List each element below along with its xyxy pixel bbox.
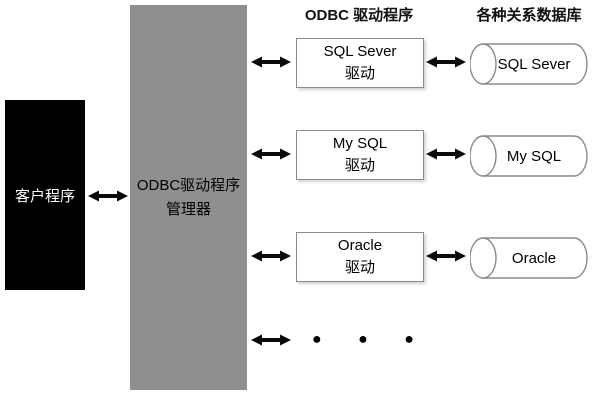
manager-label-line2: 管理器	[165, 200, 211, 218]
arrow-manager-driver-2	[251, 148, 291, 160]
driver-box-oracle: Oracle 驱动	[296, 232, 424, 282]
driver-box-sql-sever: SQL Sever 驱动	[296, 38, 424, 88]
client-program-box: 客户程序	[5, 100, 85, 290]
driver-label-line1: My SQL	[332, 135, 388, 153]
database-cylinder-sql-sever: SQL Sever	[470, 43, 588, 85]
drivers-column-header: ODBC 驱动程序	[304, 7, 414, 24]
manager-label-line1: ODBC驱动程序	[136, 177, 241, 195]
client-program-label: 客户程序	[14, 187, 75, 205]
database-label: Oracle	[511, 249, 557, 267]
cylinder-shape	[470, 135, 588, 177]
driver-label-line2: 驱动	[344, 157, 375, 174]
arrow-driver-db-1	[426, 56, 466, 68]
database-cylinder-oracle: Oracle	[470, 237, 588, 279]
driver-label-line2: 驱动	[344, 65, 375, 82]
database-label: My SQL	[506, 147, 562, 165]
arrow-manager-driver-1	[251, 56, 291, 68]
odbc-driver-manager-box: ODBC驱动程序 管理器	[130, 5, 247, 390]
databases-column-header: 各种关系数据库	[476, 7, 582, 24]
arrow-manager-ellipsis	[251, 334, 291, 346]
database-label: SQL Sever	[497, 55, 571, 73]
arrow-manager-driver-3	[251, 250, 291, 262]
arrow-driver-db-2	[426, 148, 466, 160]
cylinder-shape	[470, 237, 588, 279]
driver-label-line2: 驱动	[344, 259, 375, 276]
arrow-client-manager	[88, 190, 128, 202]
database-cylinder-my-sql: My SQL	[470, 135, 588, 177]
driver-label-line1: SQL Sever	[323, 43, 397, 61]
driver-label-line1: Oracle	[337, 237, 383, 255]
arrow-driver-db-3	[426, 250, 466, 262]
cylinder-shape	[470, 43, 588, 85]
driver-box-my-sql: My SQL 驱动	[296, 130, 424, 180]
more-drivers-ellipsis: ● ● ●	[312, 331, 430, 348]
